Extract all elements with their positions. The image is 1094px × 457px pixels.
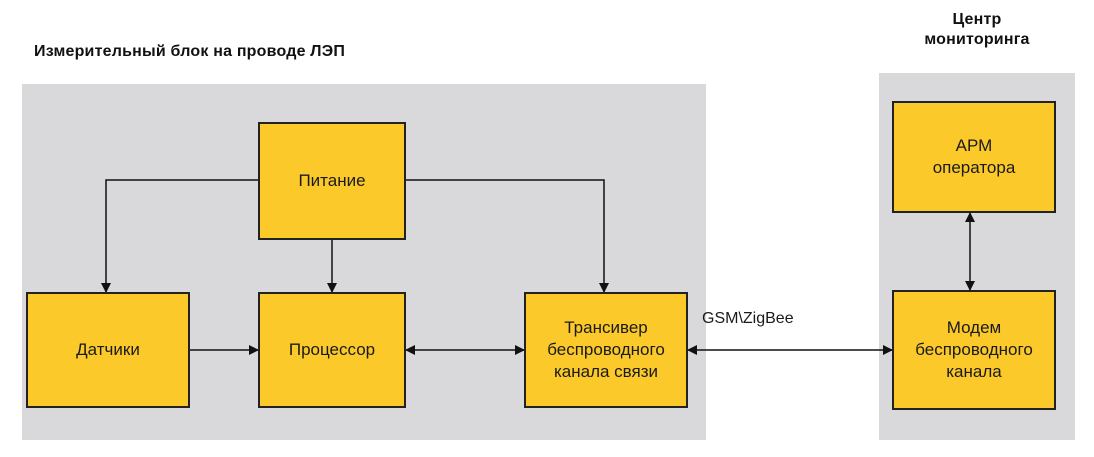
monitoring-center-title-line: мониторинга [924,31,1030,48]
transceiver-label-line: канала связи [553,362,659,381]
measuring-unit-title: Измерительный блок на проводе ЛЭП [34,43,346,60]
processor-label: Процессор [288,340,376,359]
processor-block: Процессор [258,292,406,408]
wireless-link-label: GSM\ZigBee [702,310,794,327]
power-label: Питание [298,171,366,190]
power-block: Питание [258,122,406,240]
monitoring-center-title: Центр мониторинга [879,10,1075,50]
modem-label-line: канала [946,362,1002,381]
modem-label-line: Модем [946,318,1002,337]
operator-workstation-block: АРМ оператора [892,101,1056,213]
modem-block: Модем беспроводного канала [892,290,1056,410]
sensors-label: Датчики [76,340,140,359]
modem-label-line: беспроводного [915,340,1033,359]
sensors-block: Датчики [26,292,190,408]
edge-power-sensors [101,179,258,293]
monitoring-center-title-line: Центр [952,11,1002,28]
transceiver-label-line: Трансивер [564,318,648,337]
operator-workstation-label-line: АРМ [955,136,993,155]
operator-workstation-label-line: оператора [932,158,1016,177]
edge-power-transceiver [406,179,609,293]
transceiver-label-line: беспроводного [547,340,665,359]
transceiver-block: Трансивер беспроводного канала связи [524,292,688,408]
